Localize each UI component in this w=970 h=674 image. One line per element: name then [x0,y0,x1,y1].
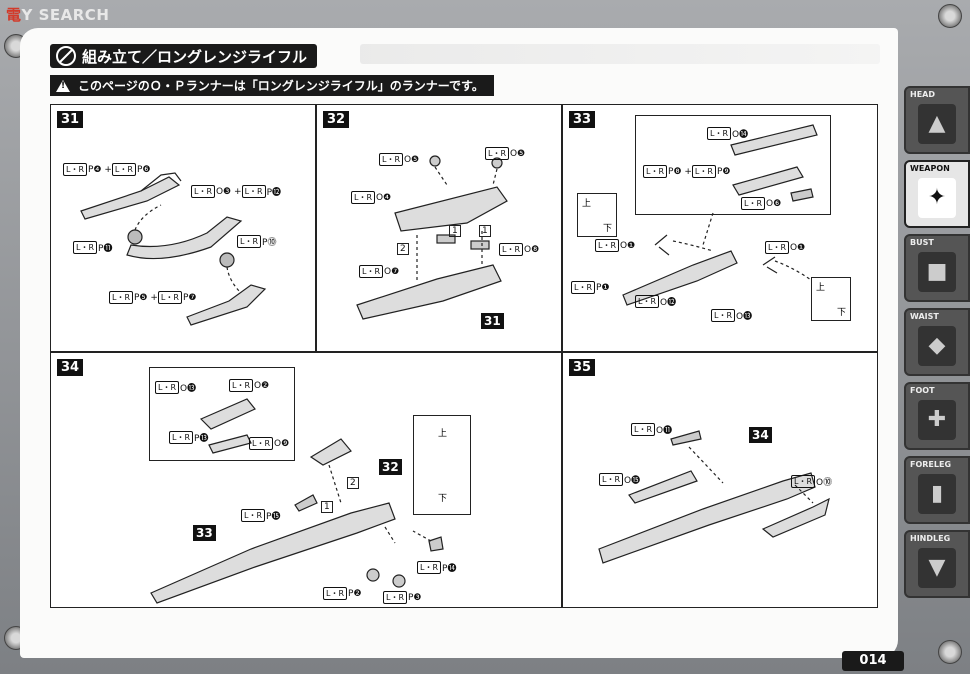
warning-icon [56,79,70,92]
no-entry-icon [56,46,76,66]
step-32-drawing [356,155,508,320]
step-number: 33 [569,111,596,128]
orientation-box: 上下 [413,415,471,515]
title-bleedthrough [360,44,880,64]
tab-weapon[interactable]: WEAPON✦ [904,160,970,228]
tab-hindleg[interactable]: HINDLEG▼ [904,530,970,598]
runner-notice: このページのＯ・Ｐランナーは「ロングレンジライフル」のランナーです。 [50,75,494,96]
tab-bust[interactable]: BUST■ [904,234,970,302]
watermark-logo: 電Y SEARCH [6,6,110,24]
title-text: 組み立て／ロングレンジライフル [82,47,308,66]
tab-foot[interactable]: FOOT✚ [904,382,970,450]
step-number: 32 [323,111,350,128]
order-marker: 1 [479,225,491,237]
notice-text: このページのＯ・Ｐランナーは「ロングレンジライフル」のランナーです。 [78,79,484,93]
step-35-drawing [598,430,830,564]
order-marker: 1 [321,501,333,513]
page-number: 014 [842,651,904,671]
bust-icon: ■ [918,252,956,292]
step-34-drawing [150,398,444,604]
foreleg-icon: ▮ [918,474,956,514]
orientation-box: 上下 [577,193,617,237]
head-icon: ▲ [918,104,956,144]
bolt-icon [938,640,962,664]
tab-foreleg[interactable]: FORELEG▮ [904,456,970,524]
step-reference: 31 [481,313,504,329]
step-number: 35 [569,359,596,376]
step-reference: 34 [749,427,772,443]
foot-icon: ✚ [918,400,956,440]
order-marker: 1 [449,225,461,237]
bolt-icon [938,4,962,28]
order-marker: 2 [347,477,359,489]
step-reference: 32 [379,459,402,475]
step-number: 31 [57,111,84,128]
step-31-drawing [80,172,267,326]
waist-icon: ◆ [918,326,956,366]
step-reference: 33 [193,525,216,541]
tab-head[interactable]: HEAD▲ [904,86,970,154]
section-title: 組み立て／ロングレンジライフル [50,44,318,68]
step-33-drawing [622,124,834,306]
step-number: 34 [57,359,84,376]
orientation-box: 上下 [811,277,851,321]
hindleg-icon: ▼ [918,548,956,588]
tab-waist[interactable]: WAIST◆ [904,308,970,376]
order-marker: 2 [397,243,409,255]
weapon-icon: ✦ [918,178,956,218]
